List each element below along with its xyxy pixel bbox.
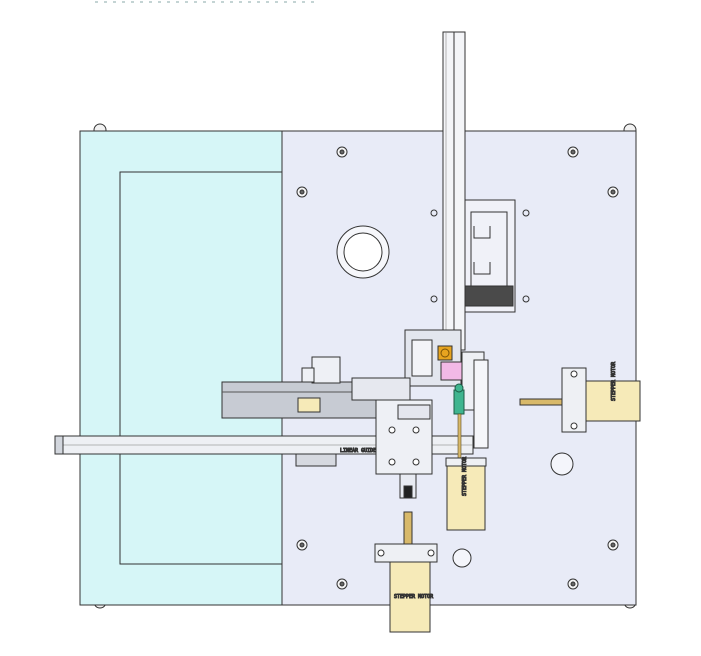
vertical-guide-column bbox=[442, 31, 466, 351]
right-motor-label: STEPPER MOTOR bbox=[611, 361, 617, 401]
bore-bottom bbox=[452, 548, 472, 568]
carriage-block bbox=[404, 329, 489, 449]
slider-plate bbox=[375, 399, 433, 499]
mounting-holes bbox=[296, 146, 619, 590]
rail-label: LINEAR GUIDE RAIL bbox=[340, 448, 391, 454]
linear-guide-rail: LINEAR GUIDE RAIL bbox=[54, 435, 474, 467]
large-bore bbox=[336, 225, 390, 279]
bore-right bbox=[550, 452, 574, 476]
center-motor: STEPPER MOTOR bbox=[445, 455, 487, 531]
center-motor-label: STEPPER MOTOR bbox=[462, 456, 468, 496]
hopper-inner-frame bbox=[119, 171, 283, 565]
bottom-motor: STEPPER MOTOR bbox=[374, 511, 438, 633]
bottom-motor-label: STEPPER MOTOR bbox=[394, 594, 434, 600]
bracket-window bbox=[462, 199, 516, 313]
right-motor: STEPPER MOTOR bbox=[519, 360, 641, 433]
